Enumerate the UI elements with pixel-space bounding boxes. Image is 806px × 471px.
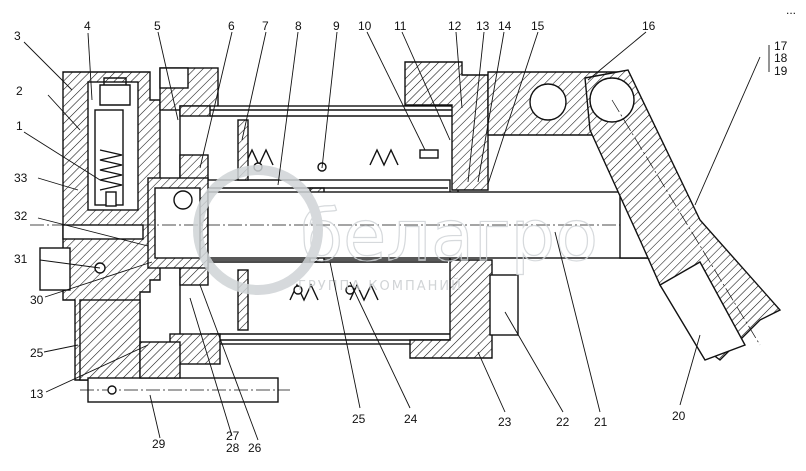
callout-31: 31 (14, 252, 28, 266)
callout-19: 19 (774, 64, 788, 78)
callout-1: 1 (16, 119, 23, 133)
watermark: белагро ГРУППА КОМПАНИЙ (193, 165, 599, 295)
callout-30: 30 (30, 293, 44, 307)
callout-15: 15 (531, 19, 545, 33)
callout-18: 18 (774, 51, 788, 65)
callout-labels: 3 4 2 1 5 6 7 8 9 10 11 12 13 14 15 16 1… (14, 3, 796, 455)
callout-25-lower: 25 (352, 412, 366, 426)
callout-21: 21 (594, 415, 608, 429)
leader-lines (23, 31, 761, 441)
callout-8: 8 (295, 19, 302, 33)
callout-29: 29 (152, 437, 166, 451)
callout-6: 6 (228, 19, 235, 33)
watermark-subtitle: ГРУППА КОМПАНИЙ (298, 278, 463, 294)
callout-27: 27 (226, 429, 240, 443)
callout-5: 5 (154, 19, 161, 33)
callout-11: 11 (394, 19, 407, 33)
callout-20: 20 (672, 409, 686, 423)
callout-17: 17 (774, 39, 788, 53)
callout-14: 14 (498, 19, 512, 33)
callout-33: 33 (14, 171, 28, 185)
callout-32: 32 (14, 209, 28, 223)
callout-9: 9 (333, 19, 340, 33)
callout-13: 13 (476, 19, 490, 33)
callout-26: 26 (248, 441, 262, 455)
callout-10: 10 (358, 19, 372, 33)
watermark-brand: белагро (300, 195, 598, 277)
callout-3: 3 (14, 29, 21, 43)
callout-13-lower: 13 (30, 387, 44, 401)
callout-22: 22 (556, 415, 570, 429)
lever-arm (487, 69, 782, 361)
callout-23: 23 (498, 415, 512, 429)
lower-fitting (80, 341, 290, 403)
end-cap (404, 61, 519, 359)
corner-mark: ... (786, 3, 796, 17)
valve-housing (39, 67, 219, 381)
callout-25-left: 25 (30, 346, 44, 360)
callout-24: 24 (404, 412, 418, 426)
callout-7: 7 (262, 19, 269, 33)
callout-16: 16 (642, 19, 656, 33)
callout-2: 2 (16, 84, 23, 98)
callout-28: 28 (226, 441, 240, 455)
callout-12: 12 (448, 19, 462, 33)
callout-4: 4 (84, 19, 91, 33)
